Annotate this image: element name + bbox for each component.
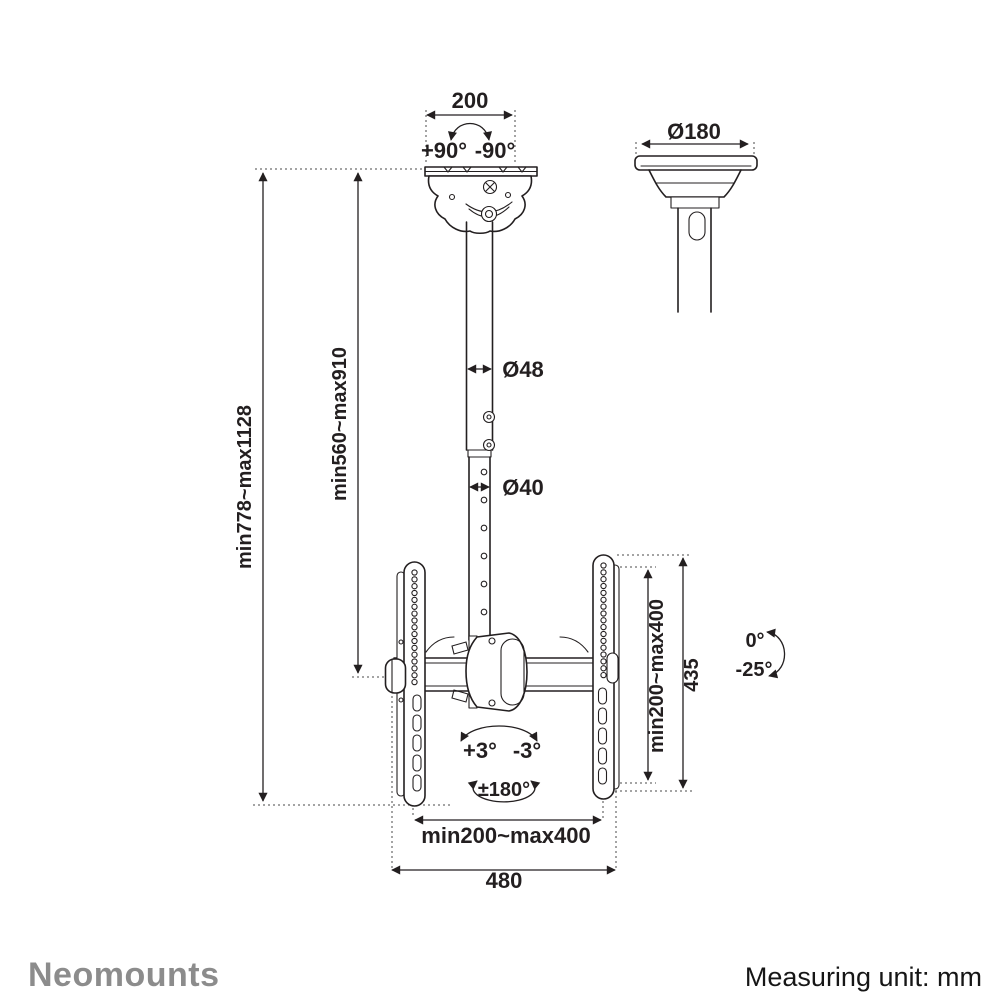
ceiling-plate-width-label: 200 <box>452 88 489 113</box>
pole-height-label: min560~max910 <box>329 347 351 501</box>
tilt-arc-icon <box>766 628 786 679</box>
telescopic-pole <box>465 221 496 641</box>
vesa-slots-left <box>412 694 422 792</box>
tilt-lower-label: -25° <box>736 659 773 681</box>
tension-knob <box>384 658 407 694</box>
ceiling-cover-diameter-label: Ø180 <box>667 119 721 144</box>
swivel-arc-icon <box>448 123 492 141</box>
screen-rotation-label: ±180° <box>478 779 530 801</box>
ceiling-bracket <box>424 166 538 235</box>
vesa-width-label: min200~max400 <box>421 823 590 848</box>
overall-height-label: min778~max1128 <box>234 405 256 569</box>
measuring-unit-note: Measuring unit: mm <box>745 962 982 992</box>
bracket-width-label: 480 <box>486 868 523 893</box>
bracket-height-label: 435 <box>681 658 703 691</box>
lower-pole-diameter-label: Ø40 <box>502 475 544 500</box>
swivel-negative-label: -90° <box>475 138 516 163</box>
rotation-ellipse-icon <box>467 780 541 803</box>
pole-adjustment-holes <box>480 468 488 616</box>
upper-pole-diameter-label: Ø48 <box>502 357 544 382</box>
swivel-positive-label: +90° <box>421 138 467 163</box>
dimension-lines <box>258 110 749 875</box>
ceiling-cover-detail <box>634 155 758 313</box>
level-positive-label: +3° <box>463 738 497 763</box>
vesa-holes-right <box>600 562 607 679</box>
level-negative-label: -3° <box>513 738 541 763</box>
vesa-holes-left <box>411 569 418 686</box>
brand-logo: Neomounts <box>28 956 220 994</box>
level-arc-icon <box>460 725 538 742</box>
vesa-slots-right <box>597 687 608 785</box>
pivot-joint <box>451 632 528 712</box>
vesa-rail-right <box>559 554 620 800</box>
motion-arrows <box>448 123 786 803</box>
tilt-upper-label: 0° <box>745 630 764 652</box>
dimension-labels: 200 +90° -90° Ø180 Ø48 Ø40 min778~max112… <box>234 88 772 893</box>
vesa-height-label: min200~max400 <box>646 599 668 753</box>
